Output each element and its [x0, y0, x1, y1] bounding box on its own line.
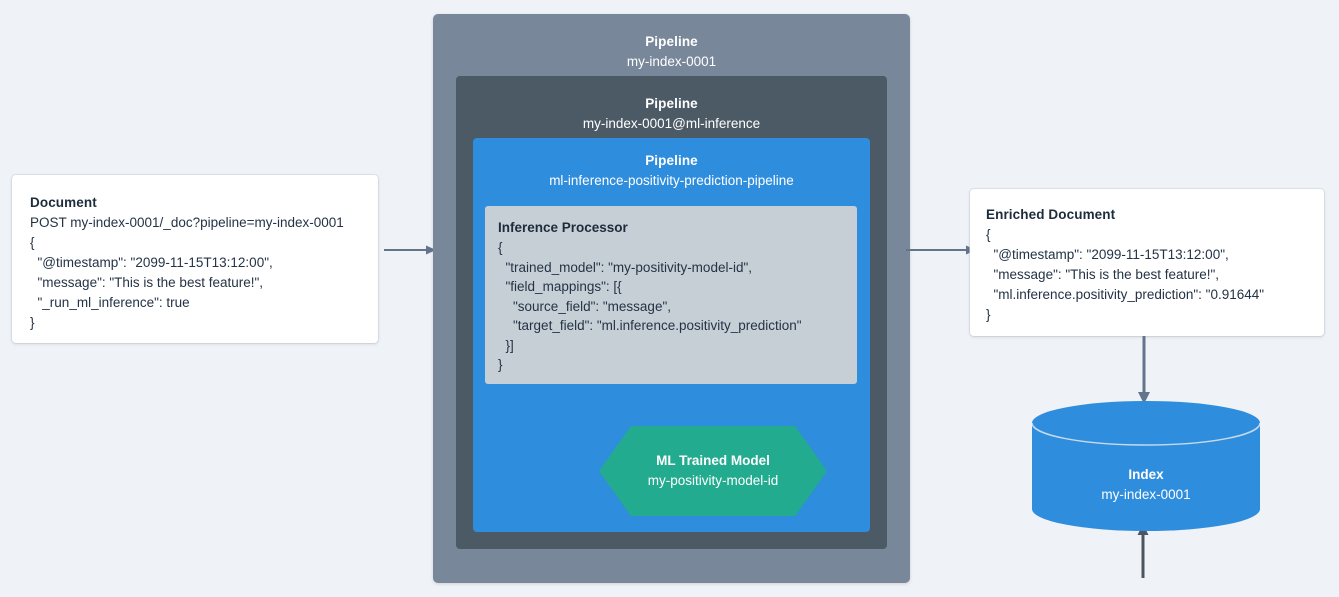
inference-processor-line: "source_field": "message",	[498, 298, 671, 314]
ml-trained-model-hexagon: ML Trained Model my-positivity-model-id	[599, 426, 827, 516]
inference-processor-line: "field_mappings": [{	[498, 279, 622, 294]
pipeline-outer-header: Pipeline my-index-0001	[433, 32, 910, 72]
document-card: Document POST my-index-0001/_doc?pipelin…	[12, 175, 378, 343]
pipeline-mid-box: Pipeline my-index-0001@ml-inference Pipe…	[456, 76, 1149, 578]
inference-processor-line: }	[498, 357, 503, 372]
arrow-document-to-pipeline-icon	[384, 245, 436, 255]
enriched-document-card: Enriched Document { "@timestamp": "2099-…	[970, 189, 1324, 336]
enriched-document-line: "ml.inference.positivity_prediction": "0…	[986, 287, 1265, 302]
document-card-title: Document	[30, 195, 97, 210]
arrow-pipeline-to-enriched-document-icon	[906, 245, 976, 255]
pipeline-outer-box: Pipeline my-index-0001 Pipeline my-index…	[433, 14, 1149, 583]
document-card-line: }	[30, 315, 35, 330]
pipeline-mid-name: my-index-0001@ml-inference	[582, 116, 761, 131]
pipeline-inner-header: Pipeline ml-inference-positivity-predict…	[473, 151, 870, 191]
document-card-line: {	[30, 235, 35, 250]
pipeline-outer-name: my-index-0001	[626, 54, 717, 69]
enriched-document-line: "@timestamp": "2099-11-15T13:12:00",	[986, 247, 1229, 262]
pipeline-inner-name: ml-inference-positivity-prediction-pipel…	[549, 173, 794, 188]
ml-trained-model-name: my-positivity-model-id	[647, 473, 779, 488]
inference-processor-line: }]	[498, 337, 514, 353]
document-card-line: "_run_ml_inference": true	[30, 295, 190, 310]
inference-processor-line: "trained_model": "my-positivity-model-id…	[498, 259, 753, 275]
arrow-enriched-document-to-index-icon	[1138, 336, 1150, 404]
inference-processor-line: {	[498, 240, 503, 255]
document-card-line: "@timestamp": "2099-11-15T13:12:00",	[30, 255, 273, 270]
inference-processor-title: Inference Processor	[498, 220, 628, 235]
enriched-document-line: }	[986, 307, 991, 322]
document-card-line: "message": "This is the best feature!",	[30, 275, 264, 290]
pipeline-mid-header: Pipeline my-index-0001@ml-inference	[456, 94, 887, 134]
document-card-line: POST my-index-0001/_doc?pipeline=my-inde…	[30, 215, 344, 230]
arrow-model-to-processor-icon	[1137, 524, 1149, 578]
pipeline-inner-kind: Pipeline	[645, 153, 698, 168]
database-cylinder-icon	[1031, 401, 1261, 531]
index-cylinder: Index my-index-0001	[1031, 401, 1261, 531]
pipeline-outer-kind: Pipeline	[645, 34, 698, 49]
enriched-document-line: "message": "This is the best feature!",	[986, 267, 1220, 282]
enriched-document-title: Enriched Document	[986, 207, 1116, 222]
pipeline-mid-kind: Pipeline	[645, 96, 698, 111]
inference-processor-box: Inference Processor { "trained_model": "…	[485, 206, 857, 384]
pipeline-inner-box: Pipeline ml-inference-positivity-predict…	[473, 138, 1149, 578]
enriched-document-line: {	[986, 227, 991, 242]
ml-trained-model-kind: ML Trained Model	[656, 453, 770, 468]
inference-processor-line: "target_field": "ml.inference.positivity…	[498, 318, 802, 333]
